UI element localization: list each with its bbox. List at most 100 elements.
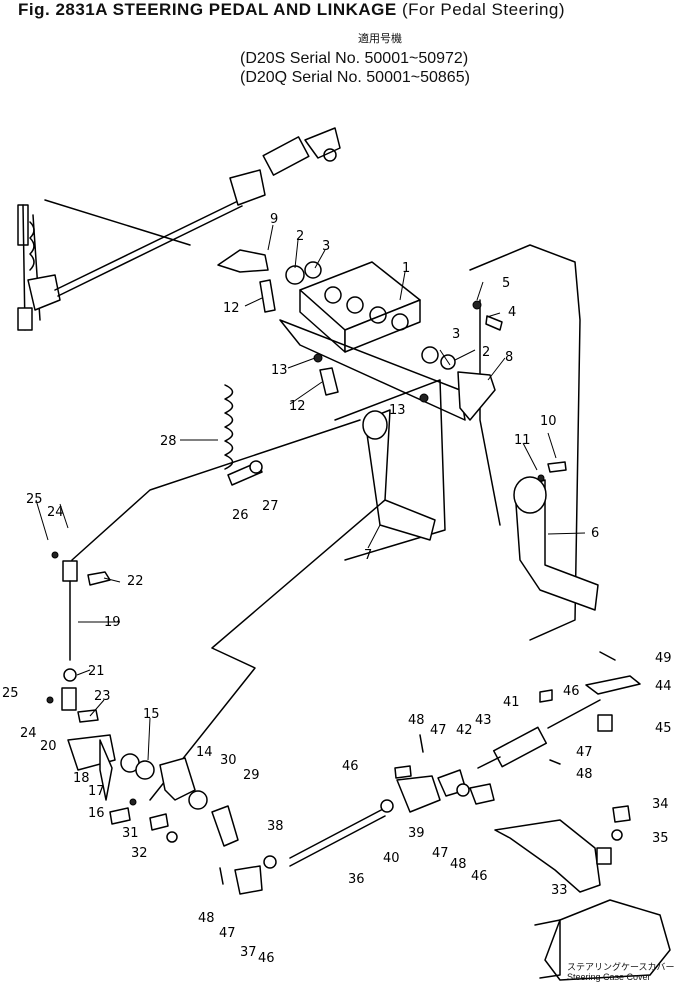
callout-32: 32 [131,846,148,861]
callout-46c: 46 [471,869,488,884]
rod-19-assembly [46,551,111,723]
cover-post [596,847,612,865]
callout-34: 34 [652,797,669,812]
figure-number: Fig. 2831A [18,0,108,19]
callout-46d: 46 [258,951,275,966]
pedal-left [362,409,436,541]
figure-title-paren: (For Pedal Steering) [401,0,566,19]
callout-14: 14 [196,745,213,760]
callout-21: 21 [88,664,105,679]
lever-18-assembly [67,734,208,843]
cover-flange [534,919,561,979]
cover-label-jp: ステアリングケースカバー [567,962,675,972]
callout-12: 12 [223,301,240,316]
callout-39: 39 [408,826,425,841]
callout-1: 1 [402,261,410,276]
cover-label-en: Steering Case Cover [567,972,651,982]
callout-31: 31 [122,826,139,841]
pedal-right [513,476,599,611]
figure-title-text: STEERING PEDAL AND LINKAGE [112,0,397,19]
serial-row-d20s: (D20S Serial No. 50001~50972) [240,50,469,67]
callout-16: 16 [88,806,105,821]
cotter-pins [219,651,616,885]
steering-case-cover [544,899,671,981]
callout-40: 40 [383,851,400,866]
callout-49: 49 [655,651,672,666]
callout-19: 19 [104,615,121,630]
callout-4: 4 [508,305,516,320]
callout-26: 26 [232,508,249,523]
upper-left-linkage [17,127,341,331]
steering-case-cover-label: ステアリングケースカバー Steering Case Cover [567,962,677,982]
callout-27: 27 [262,499,279,514]
callout-38: 38 [267,819,284,834]
callout-2: 2 [296,229,304,244]
callout-35: 35 [652,831,669,846]
callout-13: 13 [271,363,288,378]
callout-24: 24 [47,505,64,520]
callout-10: 10 [540,414,557,429]
callout-numbers: 1 2 2 3 3 4 5 6 7 8 9 10 11 12 12 13 13 … [2,212,672,966]
callout-7: 7 [364,548,372,563]
callout-41: 41 [503,695,520,710]
callout-48b: 48 [576,767,593,782]
lever-arm-8 [457,371,496,421]
callout-47c: 47 [432,846,449,861]
callout-18: 18 [73,771,90,786]
callout-25: 25 [26,492,43,507]
callout-33: 33 [551,883,568,898]
callout-20: 20 [40,739,57,754]
applicable-models-heading: 適用号機 [358,33,402,45]
callout-29: 29 [243,768,260,783]
callout-11: 11 [514,433,531,448]
pedal-bracket-assembly [279,261,466,561]
callout-44: 44 [655,679,672,694]
linkage-reference-lines [71,419,386,801]
callout-47d: 47 [219,926,236,941]
washer-35 [611,829,623,841]
callout-48d: 48 [198,911,215,926]
callout-22: 22 [127,574,144,589]
figure-title: Fig. 2831A STEERING PEDAL AND LINKAGE (F… [18,0,678,24]
nut-27 [249,460,263,474]
callout-46b: 46 [563,684,580,699]
callout-6: 6 [591,526,599,541]
callout-3: 3 [322,239,330,254]
callout-36: 36 [348,872,365,887]
callout-15: 15 [143,707,160,722]
callout-3b: 3 [452,327,460,342]
bracket-33 [494,819,601,893]
callout-47: 47 [430,723,447,738]
callout-25b: 25 [2,686,19,701]
callout-23: 23 [94,689,111,704]
callout-42: 42 [456,723,473,738]
callout-9: 9 [270,212,278,227]
callout-8: 8 [505,350,513,365]
bolt-34 [612,805,631,823]
serial-number-block: 適用号機 (D20S Serial No. 50001~50972) (D20Q… [240,30,570,100]
callout-28: 28 [160,434,177,449]
callout-12b: 12 [289,399,306,414]
callout-leaders [35,224,586,761]
callout-5: 5 [502,276,510,291]
callout-30: 30 [220,753,237,768]
lever-arm-9 [217,249,269,273]
callout-43: 43 [475,713,492,728]
callout-48: 48 [408,713,425,728]
steering-case-outline [469,244,581,641]
callout-13b: 13 [389,403,406,418]
callout-47b: 47 [576,745,593,760]
callout-46: 46 [342,759,359,774]
callout-2b: 2 [482,345,490,360]
serial-row-d20q: (D20Q Serial No. 50001~50865) [240,69,470,86]
cylinder-41 [469,675,641,805]
callout-37: 37 [240,945,257,960]
callout-48c: 48 [450,857,467,872]
lower-rod-36-assembly [234,765,470,895]
callout-17: 17 [88,784,105,799]
lever-29 [211,805,239,847]
callout-45: 45 [655,721,672,736]
return-spring-28 [224,384,234,470]
callout-24b: 24 [20,726,37,741]
